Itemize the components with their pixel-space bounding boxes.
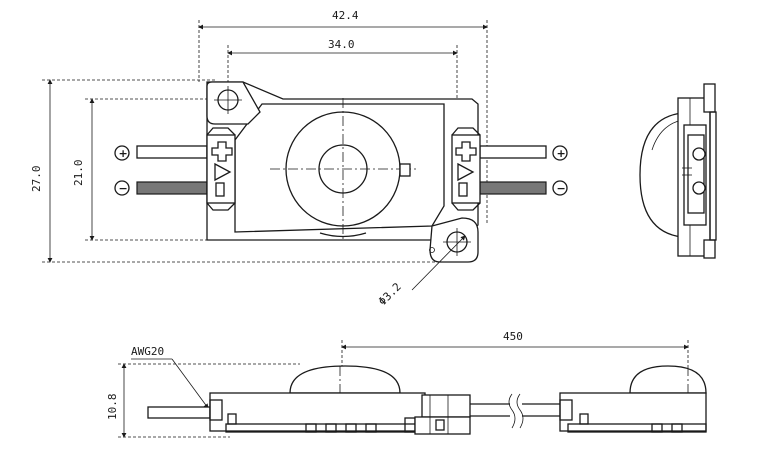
right-wires: + − — [479, 145, 568, 196]
dimension-label-module-height: 10.8 — [106, 394, 119, 421]
dimension-lead-pitch: 450 — [341, 330, 689, 366]
left-positive-wire — [136, 145, 208, 159]
dimension-label-overall-height: 27.0 — [30, 166, 43, 193]
left-connector-plus-icon — [211, 141, 233, 162]
left-negative-label: − — [119, 182, 128, 195]
front-view-lens-left — [289, 365, 401, 394]
left-connector — [206, 127, 236, 211]
front-view-module-right — [559, 365, 707, 433]
wire-gauge-label: AWG20 — [131, 345, 164, 358]
right-connector-plus-icon — [455, 141, 477, 162]
front-view-wire-stub — [147, 406, 211, 419]
dimension-label-body-height: 21.0 — [72, 160, 85, 187]
right-positive-wire — [479, 145, 547, 159]
end-view — [639, 83, 717, 259]
right-negative-wire — [479, 181, 547, 195]
dimension-module-height: 10.8 — [106, 363, 300, 438]
dimension-overall-height: 27.0 — [30, 79, 470, 263]
left-positive-symbol — [114, 145, 130, 161]
front-view-module-left — [209, 365, 427, 433]
right-positive-label: + — [557, 147, 566, 160]
dimension-label-overall-width: 42.4 — [332, 9, 359, 22]
right-negative-symbol — [552, 180, 568, 196]
left-connector-arrow-icon — [214, 162, 232, 182]
wire-break-symbol-left — [508, 393, 516, 429]
end-view-wire-bottom-icon — [692, 181, 706, 195]
end-view-body — [677, 97, 711, 257]
left-wires: + − — [114, 145, 208, 196]
dimension-label-lead-pitch: 450 — [503, 330, 523, 343]
right-connector — [451, 127, 481, 211]
front-view: 10.8 450 AWG20 — [106, 330, 707, 438]
right-positive-symbol — [552, 145, 568, 161]
end-view-lens — [639, 112, 683, 238]
right-negative-label: − — [557, 182, 566, 195]
left-negative-wire — [136, 181, 208, 195]
dimension-body-height: 21.0 — [72, 98, 215, 241]
left-negative-symbol — [114, 180, 130, 196]
dimension-label-hole-spacing: 34.0 — [328, 38, 355, 51]
dimension-label-hole-diameter: Φ3.2 — [376, 280, 404, 308]
wire-gauge-callout: AWG20 — [131, 345, 209, 409]
front-view-lens-right — [629, 365, 707, 394]
front-view-long-wire — [470, 393, 560, 429]
front-view-connector — [414, 394, 471, 435]
top-view: 42.4 34.0 27.0 21.0 + — [30, 9, 568, 308]
wire-break-symbol-right — [516, 393, 524, 429]
left-positive-label: + — [119, 147, 128, 160]
right-connector-arrow-icon — [457, 162, 475, 182]
end-view-wire-top-icon — [692, 147, 706, 161]
